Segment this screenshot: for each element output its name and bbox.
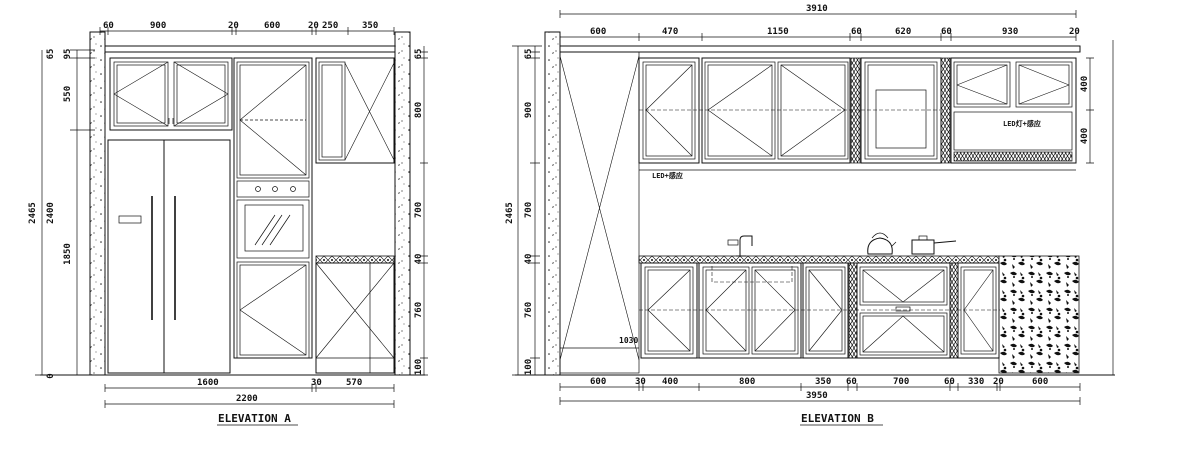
elev-b-top-dims: 3910 600 470 1150 60 620 60 930 20	[559, 4, 1080, 41]
svg-text:95: 95	[63, 49, 73, 60]
svg-text:65: 65	[46, 49, 56, 60]
svg-text:100: 100	[524, 359, 534, 375]
upper-cabinets-b: LED灯+感应	[638, 57, 1077, 164]
svg-text:65: 65	[414, 49, 424, 60]
svg-text:470: 470	[662, 27, 678, 37]
svg-text:1850: 1850	[63, 243, 73, 265]
svg-text:700: 700	[524, 202, 534, 218]
svg-text:600: 600	[1032, 377, 1048, 387]
elev-a-left-dims: 2465 2400 1850 0 550 95 65	[28, 49, 95, 379]
svg-text:65: 65	[524, 49, 534, 60]
svg-text:570: 570	[346, 378, 362, 388]
upper-cabinet-a	[109, 57, 233, 131]
svg-text:20: 20	[308, 21, 319, 31]
svg-text:700: 700	[893, 377, 909, 387]
svg-text:400: 400	[1080, 128, 1090, 144]
tall-cabinet-a	[233, 57, 313, 359]
svg-text:700: 700	[414, 202, 424, 218]
svg-text:350: 350	[815, 377, 831, 387]
base-cabinets-b	[639, 262, 1000, 359]
elev-a-top-dims: 60 900 20 600 20 250 350	[99, 21, 395, 35]
svg-text:2465: 2465	[28, 202, 38, 224]
right-wall	[394, 31, 411, 376]
elev-a-title: ELEVATION A	[218, 412, 291, 425]
callout-1030: 1030	[619, 336, 638, 345]
elev-b-left-dims: 2465 900 65 700 40 760 100	[505, 45, 542, 376]
elevation-b: 1030	[505, 4, 1115, 426]
svg-text:600: 600	[590, 377, 606, 387]
svg-text:2400: 2400	[46, 202, 56, 224]
svg-text:40: 40	[414, 254, 424, 265]
svg-text:900: 900	[150, 21, 166, 31]
svg-text:20: 20	[993, 377, 1004, 387]
svg-text:2200: 2200	[236, 394, 258, 404]
svg-text:1150: 1150	[767, 27, 789, 37]
svg-text:400: 400	[1080, 76, 1090, 92]
svg-text:60: 60	[944, 377, 955, 387]
svg-text:100: 100	[414, 359, 424, 375]
svg-text:3910: 3910	[806, 4, 828, 14]
svg-text:930: 930	[1002, 27, 1018, 37]
svg-text:800: 800	[739, 377, 755, 387]
svg-text:20: 20	[228, 21, 239, 31]
fridge	[107, 139, 231, 374]
svg-text:760: 760	[524, 302, 534, 318]
elev-a-bottom-dims: 1600 30 570 2200	[104, 378, 395, 408]
elevation-a: 60 900 20 600 20 250 350 2465 2400 1850 …	[28, 21, 428, 426]
svg-text:760: 760	[414, 302, 424, 318]
svg-text:800: 800	[414, 102, 424, 118]
svg-text:60: 60	[103, 21, 114, 31]
led-note-right: LED灯+感应	[1003, 119, 1041, 128]
svg-text:250: 250	[322, 21, 338, 31]
svg-text:30: 30	[311, 378, 322, 388]
svg-text:600: 600	[590, 27, 606, 37]
svg-text:900: 900	[524, 102, 534, 118]
svg-text:550: 550	[63, 86, 73, 102]
svg-text:3950: 3950	[806, 391, 828, 401]
svg-text:350: 350	[362, 21, 378, 31]
left-wall	[89, 31, 106, 376]
left-wall-b	[544, 31, 561, 376]
svg-text:60: 60	[941, 27, 952, 37]
svg-text:2465: 2465	[505, 202, 515, 224]
led-note-left: LED+感应	[652, 171, 683, 180]
svg-text:60: 60	[851, 27, 862, 37]
svg-text:330: 330	[968, 377, 984, 387]
svg-text:40: 40	[524, 254, 534, 265]
svg-text:1600: 1600	[197, 378, 219, 388]
elev-b-bottom-dims: 600 30 400 800 350 60 700 60 330 20 600 …	[559, 377, 1081, 405]
faucet	[727, 235, 753, 257]
svg-text:60: 60	[846, 377, 857, 387]
svg-text:0: 0	[46, 373, 56, 378]
kettle	[867, 232, 897, 255]
elev-b-right-dims: 400 400	[1080, 57, 1094, 164]
elev-a-right-dims: 65 800 700 40 760 100	[414, 46, 428, 376]
svg-text:600: 600	[264, 21, 280, 31]
right-cabinet-a	[315, 57, 395, 374]
svg-text:400: 400	[662, 377, 678, 387]
svg-text:620: 620	[895, 27, 911, 37]
svg-text:30: 30	[635, 377, 646, 387]
pot	[911, 235, 957, 255]
svg-text:20: 20	[1069, 27, 1080, 37]
elev-b-title: ELEVATION B	[801, 412, 874, 425]
